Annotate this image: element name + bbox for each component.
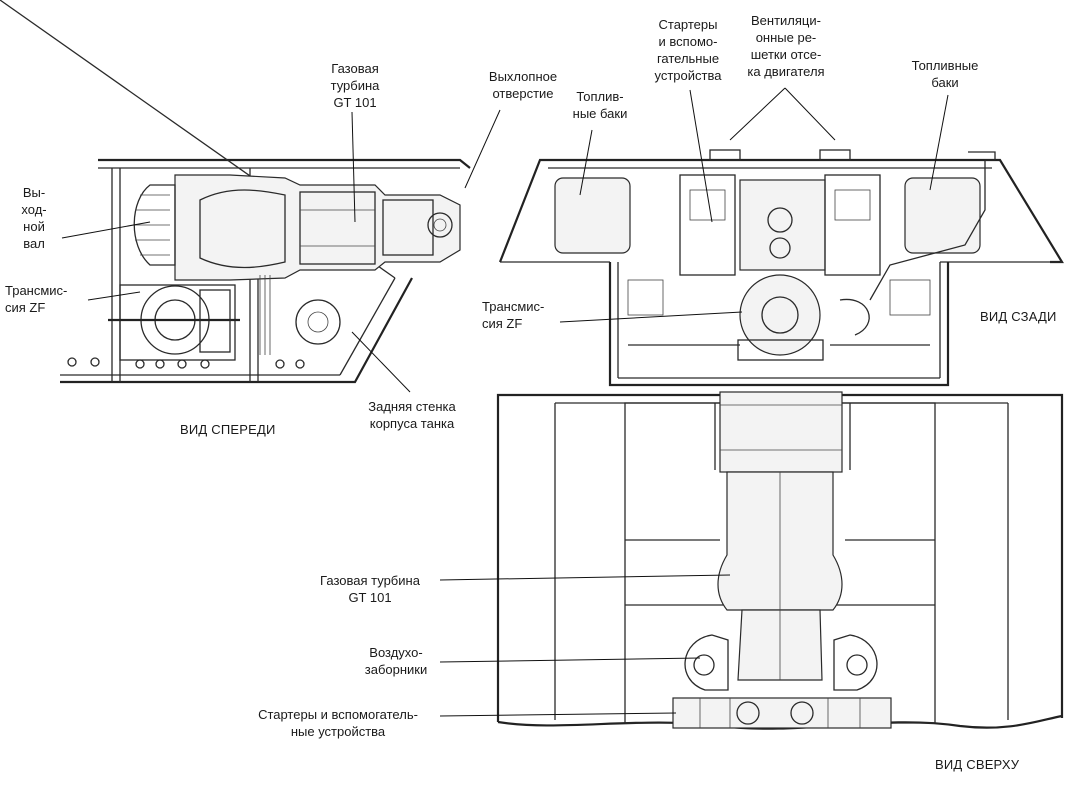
top-view-leaders	[439, 574, 731, 717]
label-top-air-intakes: Воздухо- заборники	[364, 645, 428, 677]
front-view-leaders	[61, 109, 501, 393]
front-view-title: ВИД СПЕРЕДИ	[180, 422, 276, 437]
label-front-transmission: Трансмис- сия ZF	[5, 283, 68, 315]
label-rear-starters: Стартеры и вспомо- гательные устройства	[654, 17, 722, 83]
label-top-gas-turbine: Газовая турбина GT 101	[320, 573, 420, 605]
label-front-output-shaft: Вы- ход- ной вал	[21, 185, 47, 251]
label-front-exhaust: Выхлопное отверстие	[488, 69, 558, 101]
top-view-title: ВИД СВЕРХУ	[935, 757, 1020, 772]
label-rear-fuel-tanks-right: Топливные баки	[911, 58, 979, 90]
label-rear-vent-grilles: Вентиляци- онные ре- шетки отсе- ка двиг…	[747, 13, 825, 79]
label-rear-transmission: Трансмис- сия ZF	[482, 299, 545, 331]
top-view-drawing	[496, 391, 1064, 730]
front-view-drawing	[0, 0, 471, 384]
label-rear-fuel-tanks-left: Топлив- ные баки	[572, 89, 628, 121]
label-front-rear-wall: Задняя стенка корпуса танка	[368, 399, 456, 431]
rear-view-leaders	[559, 87, 949, 323]
rear-view-title: ВИД СЗАДИ	[980, 309, 1057, 324]
rear-view-drawing	[498, 149, 1064, 387]
label-top-starters: Стартеры и вспомогатель- ные устройства	[258, 707, 418, 739]
label-front-gas-turbine: Газовая турбина GT 101	[330, 61, 380, 110]
